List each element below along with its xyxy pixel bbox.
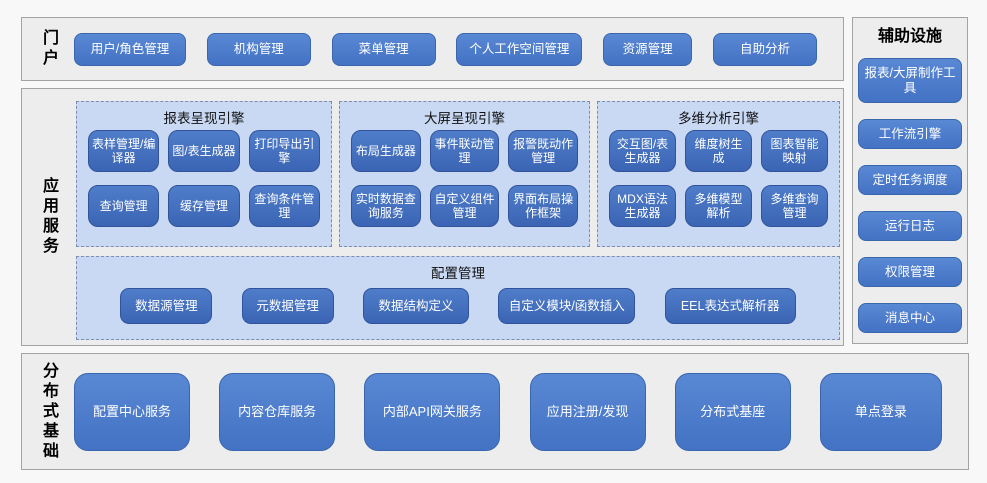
panel-config-mgmt-row: 数据源管理 元数据管理 数据结构定义 自定义模块/函数插入 EEL表达式解析器 [77,282,839,324]
node-datasource-mgmt: 数据源管理 [120,288,213,324]
node-internal-api-gateway-service: 内部API网关服务 [364,372,501,451]
panel-dashboard-engine: 大屏呈现引擎 布局生成器 事件联动管理 报警既动作管理 实时数据查询服务 自定义… [339,101,590,247]
panel-report-engine-title: 报表呈现引擎 [163,111,245,126]
node-multidim-query-mgmt: 多维查询管理 [761,185,828,227]
node-app-register-discovery: 应用注册/发现 [529,372,646,451]
panel-config-mgmt: 配置管理 数据源管理 元数据管理 数据结构定义 自定义模块/函数插入 EEL表达… [76,256,840,340]
portal-button-row: 用户/角色管理 机构管理 菜单管理 个人工作空间管理 资源管理 自助分析 [74,18,817,80]
auxiliary-section: 辅助设施 报表/大屏制作工具 工作流引擎 定时任务调度 运行日志 权限管理 消息… [852,17,968,344]
node-chart-table-generator: 图/表生成器 [168,130,240,172]
node-cache-mgmt: 缓存管理 [168,185,240,227]
distributed-base-section: 分布式基础 配置中心服务 内容仓库服务 内部API网关服务 应用注册/发现 分布… [21,353,969,470]
node-personal-workspace-mgmt: 个人工作空间管理 [456,32,583,66]
node-event-linkage-mgmt: 事件联动管理 [429,130,500,172]
node-chart-smart-mapping: 图表智能映射 [761,130,828,172]
node-single-sign-on: 单点登录 [819,372,942,451]
portal-section-label: 门户 [40,29,57,69]
panel-olap-engine: 多维分析引擎 交互图/表生成器 维度树生成 图表智能映射 MDX语法生成器 多维… [597,101,840,247]
portal-section: 门户 用户/角色管理 机构管理 菜单管理 个人工作空间管理 资源管理 自助分析 [21,17,844,81]
node-ui-layout-framework: 界面布局操作框架 [508,185,578,227]
engine-panels: 报表呈现引擎 表样管理/编译器 图/表生成器 打印导出引擎 查询管理 缓存管理 … [76,101,840,247]
panel-dashboard-engine-grid: 布局生成器 事件联动管理 报警既动作管理 实时数据查询服务 自定义组件管理 界面… [340,127,589,227]
distributed-base-section-label: 分布式基础 [40,361,57,462]
node-scheduled-task-dispatch: 定时任务调度 [858,165,962,195]
node-sheet-mgmt-compiler: 表样管理/编译器 [88,130,160,172]
node-realtime-data-query-service: 实时数据查询服务 [351,185,421,227]
app-services-section-label: 应用服务 [40,177,57,257]
node-query-mgmt: 查询管理 [88,185,160,227]
node-user-role-mgmt: 用户/角色管理 [74,32,186,66]
node-mdx-syntax-generator: MDX语法生成器 [609,185,676,227]
app-services-label-column: 应用服务 [30,89,66,345]
node-org-mgmt: 机构管理 [206,32,311,66]
panel-dashboard-engine-title: 大屏呈现引擎 [424,111,505,126]
node-data-structure-definition: 数据结构定义 [362,288,469,324]
node-resource-mgmt: 资源管理 [603,32,693,66]
node-config-center-service: 配置中心服务 [74,372,190,451]
node-permission-mgmt: 权限管理 [858,257,962,287]
panel-olap-engine-title: 多维分析引擎 [678,111,759,126]
panel-report-engine-grid: 表样管理/编译器 图/表生成器 打印导出引擎 查询管理 缓存管理 查询条件管理 [77,127,331,227]
node-distributed-base: 分布式基座 [674,372,791,451]
node-custom-module-function-insert: 自定义模块/函数插入 [498,288,636,324]
node-run-log: 运行日志 [858,211,962,241]
node-content-repo-service: 内容仓库服务 [219,372,336,451]
portal-label-column: 门户 [30,18,66,80]
app-services-section: 应用服务 报表呈现引擎 表样管理/编译器 图/表生成器 打印导出引擎 查询管理 … [21,88,844,346]
distributed-base-label-column: 分布式基础 [30,354,66,469]
node-query-condition-mgmt: 查询条件管理 [248,185,320,227]
distributed-base-button-row: 配置中心服务 内容仓库服务 内部API网关服务 应用注册/发现 分布式基座 单点… [74,354,942,469]
node-menu-mgmt: 菜单管理 [331,32,436,66]
panel-report-engine: 报表呈现引擎 表样管理/编译器 图/表生成器 打印导出引擎 查询管理 缓存管理 … [76,101,332,247]
node-eel-expression-parser: EEL表达式解析器 [664,288,796,324]
node-workflow-engine: 工作流引擎 [858,119,962,149]
panel-config-mgmt-title: 配置管理 [431,266,485,281]
node-message-center: 消息中心 [858,303,962,333]
node-dimension-tree-generation: 维度树生成 [685,130,752,172]
panel-olap-engine-grid: 交互图/表生成器 维度树生成 图表智能映射 MDX语法生成器 多维模型解析 多维… [598,127,839,227]
node-metadata-mgmt: 元数据管理 [241,288,334,324]
node-custom-component-mgmt: 自定义组件管理 [429,185,500,227]
node-interactive-chart-generator: 交互图/表生成器 [609,130,676,172]
node-alarm-action-mgmt: 报警既动作管理 [508,130,578,172]
node-layout-generator: 布局生成器 [351,130,421,172]
node-multidim-model-parsing: 多维模型解析 [685,185,752,227]
auxiliary-button-column: 报表/大屏制作工具 工作流引擎 定时任务调度 运行日志 权限管理 消息中心 [853,58,967,333]
node-report-dashboard-design-tool: 报表/大屏制作工具 [858,58,962,103]
node-print-export-engine: 打印导出引擎 [248,130,320,172]
node-self-service-analysis: 自助分析 [712,32,817,66]
auxiliary-section-title: 辅助设施 [877,28,942,45]
